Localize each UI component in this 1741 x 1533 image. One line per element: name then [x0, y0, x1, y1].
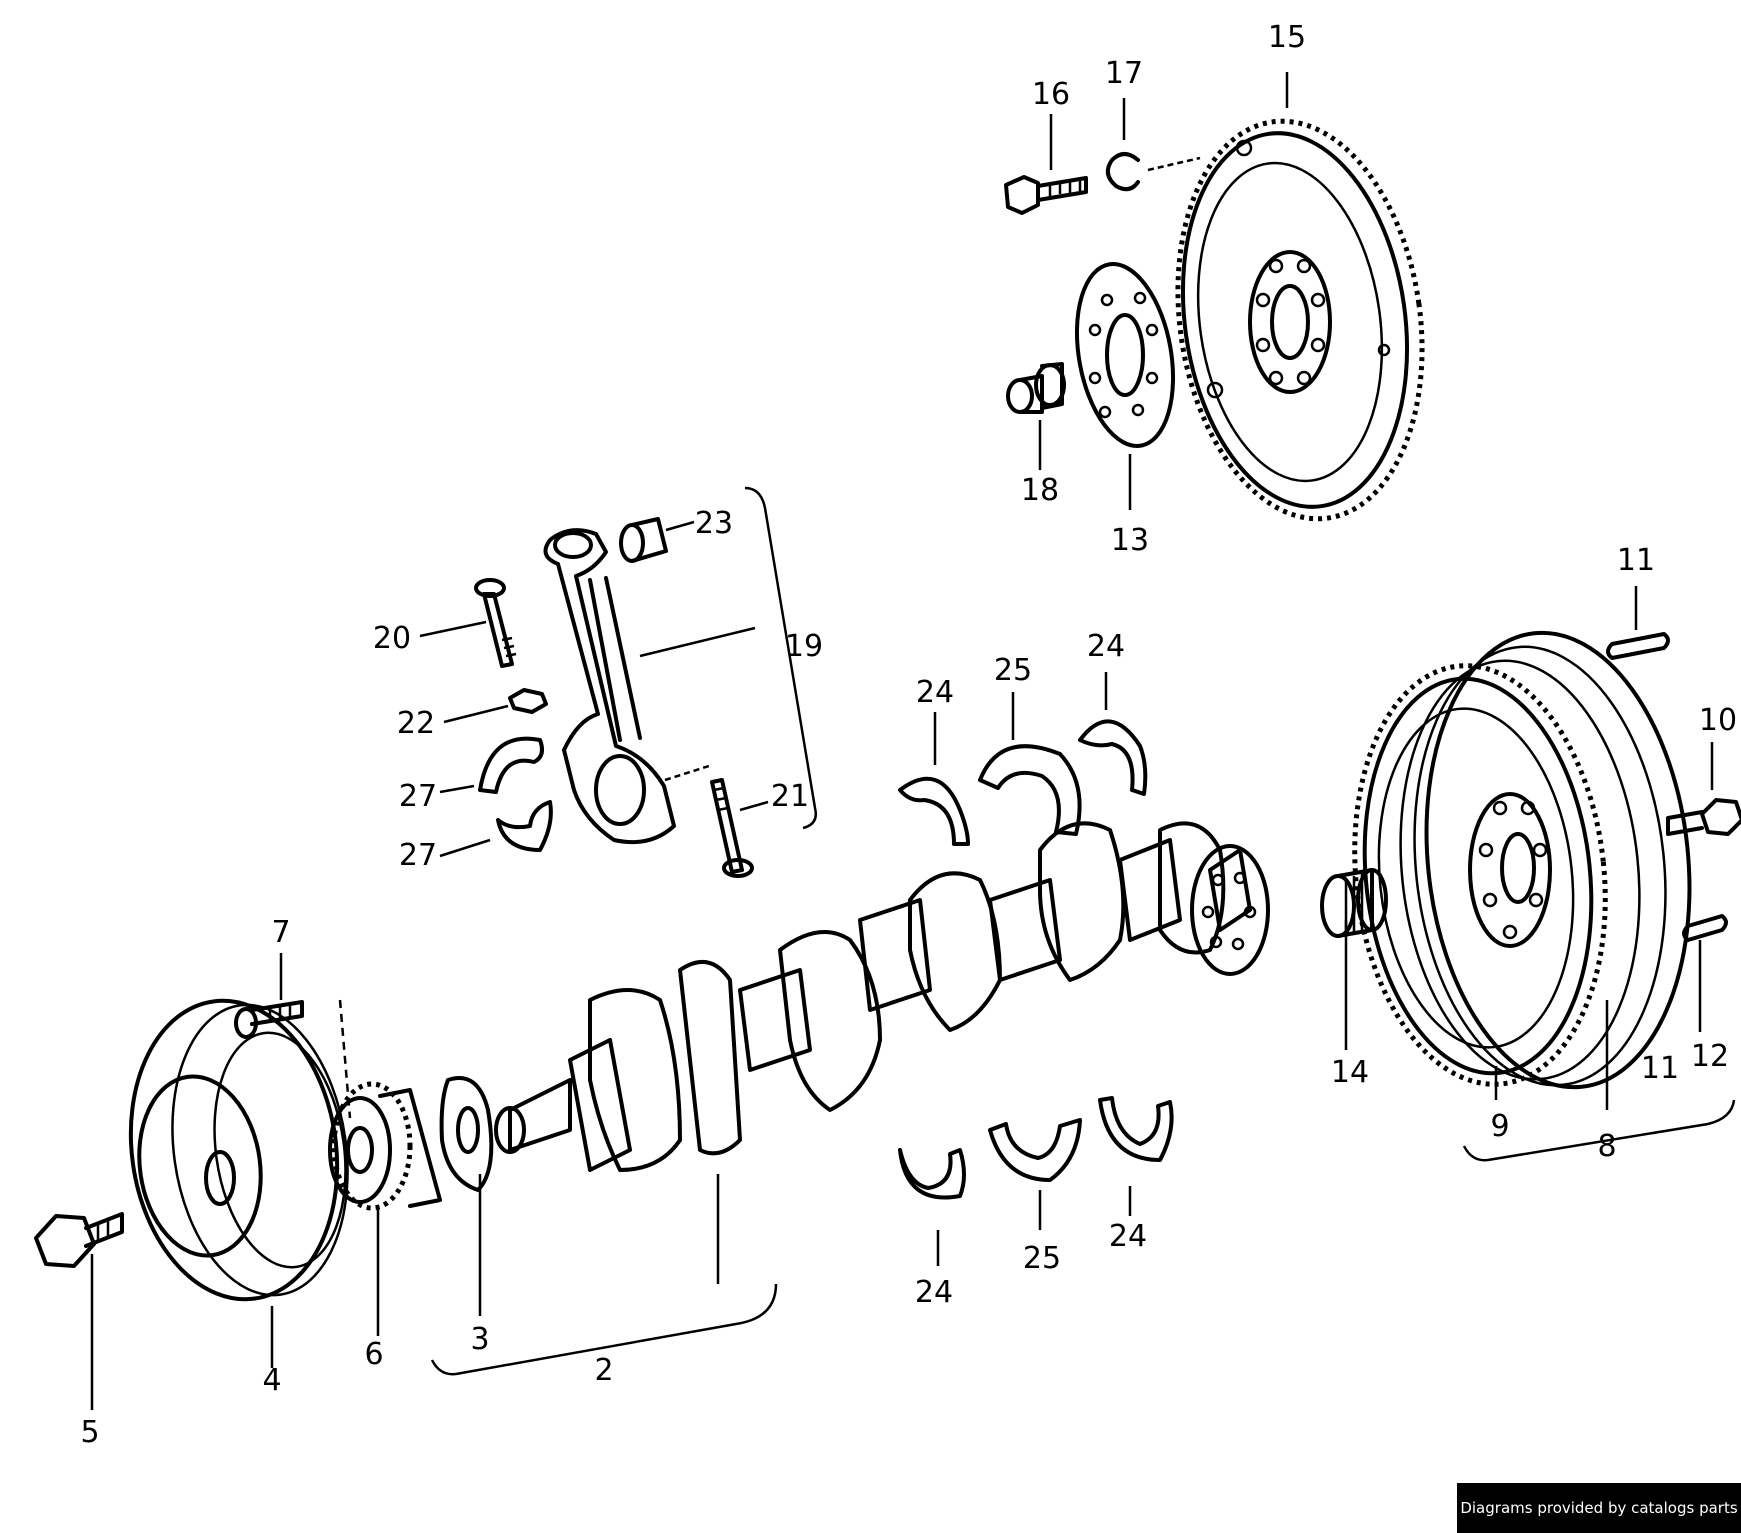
callout-4: 4 — [262, 1363, 281, 1398]
credit-banner: Diagrams provided by catalogs parts — [1457, 1483, 1741, 1533]
callout-9: 9 — [1490, 1109, 1509, 1144]
conrod-bolt-part-21 — [710, 778, 754, 878]
nut-part-22 — [508, 688, 548, 714]
bearing-shell-part-27-lower — [496, 800, 553, 852]
small-end-bush-part-23 — [619, 517, 668, 563]
bearing-shell-part-25-lower — [988, 1118, 1082, 1182]
conrod-bolt-part-20 — [474, 578, 517, 668]
bearing-shell-part-25-upper — [978, 744, 1082, 836]
bracket-2 — [430, 1283, 778, 1376]
bracket-19 — [744, 486, 817, 830]
leader-17-flywheel — [1147, 156, 1201, 172]
thrust-washer-part-24-upper-left — [898, 776, 970, 846]
bushing-part-18 — [1006, 362, 1066, 414]
callout-3: 3 — [470, 1322, 489, 1357]
bracket-8 — [1462, 1099, 1736, 1162]
callout-25-upper: 25 — [994, 653, 1032, 688]
bolt-part-16 — [1004, 175, 1088, 215]
callout-25-lower: 25 — [1023, 1241, 1061, 1276]
callout-11-upper: 11 — [1617, 543, 1655, 578]
callout-15: 15 — [1268, 20, 1306, 55]
thrust-washer-part-24-upper-right — [1078, 719, 1148, 796]
lock-washer-part-17 — [1105, 152, 1140, 192]
crankshaft-part-2 — [494, 821, 1270, 1172]
callout-2: 2 — [594, 1353, 613, 1388]
drive-plate-bolt-part-10 — [1666, 798, 1741, 836]
ring-gear-part-9 — [1352, 663, 1608, 1087]
callout-23: 23 — [695, 506, 733, 541]
callout-22: 22 — [397, 706, 435, 741]
key-plate-part-3 — [439, 1076, 494, 1192]
flywheel-part-15 — [1175, 118, 1425, 522]
callout-6: 6 — [364, 1337, 383, 1372]
callout-12: 12 — [1691, 1039, 1729, 1074]
callout-labels: 15 17 16 18 13 23 19 20 22 27 27 21 24 2… — [80, 20, 1737, 1450]
leader-7-sprocket — [338, 999, 352, 1119]
callout-21: 21 — [771, 779, 809, 814]
callout-17: 17 — [1105, 56, 1143, 91]
needle-bearing-part-14 — [1320, 868, 1388, 938]
callout-24-lower-right: 24 — [1109, 1219, 1147, 1254]
callout-24-upper-left: 24 — [916, 675, 954, 710]
bearing-shell-part-27-upper — [478, 736, 544, 794]
drive-plate-assembly-part-8 — [1399, 630, 1692, 1090]
dowel-pin-part-11-upper — [1606, 632, 1670, 660]
callout-20: 20 — [373, 621, 411, 656]
thrust-washer-part-24-lower-right — [1098, 1096, 1174, 1162]
callout-14: 14 — [1331, 1055, 1369, 1090]
dowel-pin-part-11-lower — [1682, 914, 1728, 942]
callout-24-upper-right: 24 — [1087, 629, 1125, 664]
leader-21-rod — [664, 763, 713, 782]
vibration-damper-pulley-part-4 — [128, 998, 349, 1302]
leader-lines — [90, 72, 1714, 1410]
callout-27-upper: 27 — [399, 779, 437, 814]
callout-18: 18 — [1021, 473, 1059, 508]
callout-27-lower: 27 — [399, 838, 437, 873]
crankshaft-sprocket-part-6 — [328, 1081, 442, 1211]
callout-19: 19 — [785, 629, 823, 664]
connecting-rod-part-19 — [543, 528, 676, 845]
callout-13: 13 — [1111, 523, 1149, 558]
pulley-bolt-part-5 — [34, 1212, 124, 1268]
callout-24-lower-left: 24 — [915, 1275, 953, 1310]
reinforcement-plate-part-13 — [1074, 262, 1176, 448]
callout-16: 16 — [1032, 77, 1070, 112]
callout-11-lower: 11 — [1641, 1051, 1679, 1086]
callout-5: 5 — [80, 1415, 99, 1450]
thrust-washer-part-24-lower-left — [898, 1148, 966, 1200]
callout-8: 8 — [1597, 1129, 1616, 1164]
callout-10: 10 — [1699, 703, 1737, 738]
callout-7: 7 — [271, 915, 290, 950]
